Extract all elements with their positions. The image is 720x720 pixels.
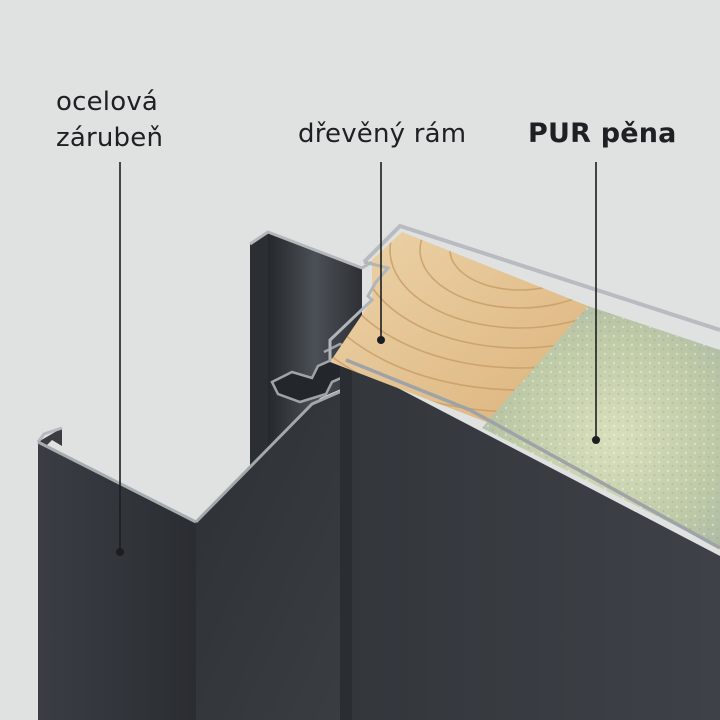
leader-steel-jamb xyxy=(116,162,124,556)
door-leaf-steel-skin-top xyxy=(362,223,720,332)
pur-foam-section xyxy=(482,306,720,548)
steel-jamb-inner-wall xyxy=(268,232,362,462)
leader-pur-foam xyxy=(592,162,600,444)
label-wood-frame: dřevěný rám xyxy=(298,119,467,149)
leader-wood-frame xyxy=(377,162,385,344)
steel-jamb-middle-face xyxy=(196,388,348,720)
label-steel-frame: ocelová zárubeň xyxy=(56,84,163,156)
label-steel-frame-line2: zárubeň xyxy=(56,123,164,153)
door-leaf-rebate xyxy=(328,260,391,360)
door-leaf-steel-skin-bottom xyxy=(345,358,720,550)
steel-jamb-back-wall xyxy=(250,232,268,470)
door-leaf-front-panel xyxy=(348,362,720,720)
steel-jamb-front-edge xyxy=(37,440,197,524)
steel-jamb-lip-edge xyxy=(36,426,63,443)
steel-jamb-middle-edge xyxy=(194,388,345,524)
steel-jamb-lip xyxy=(38,428,62,446)
label-pur-foam: PUR pěna xyxy=(528,118,677,149)
steel-jamb-back-rim xyxy=(249,230,373,270)
steel-jamb-front-flange xyxy=(38,442,196,720)
label-steel-frame-line1: ocelová xyxy=(56,87,159,117)
door-leaf-edge-strip xyxy=(340,358,352,720)
